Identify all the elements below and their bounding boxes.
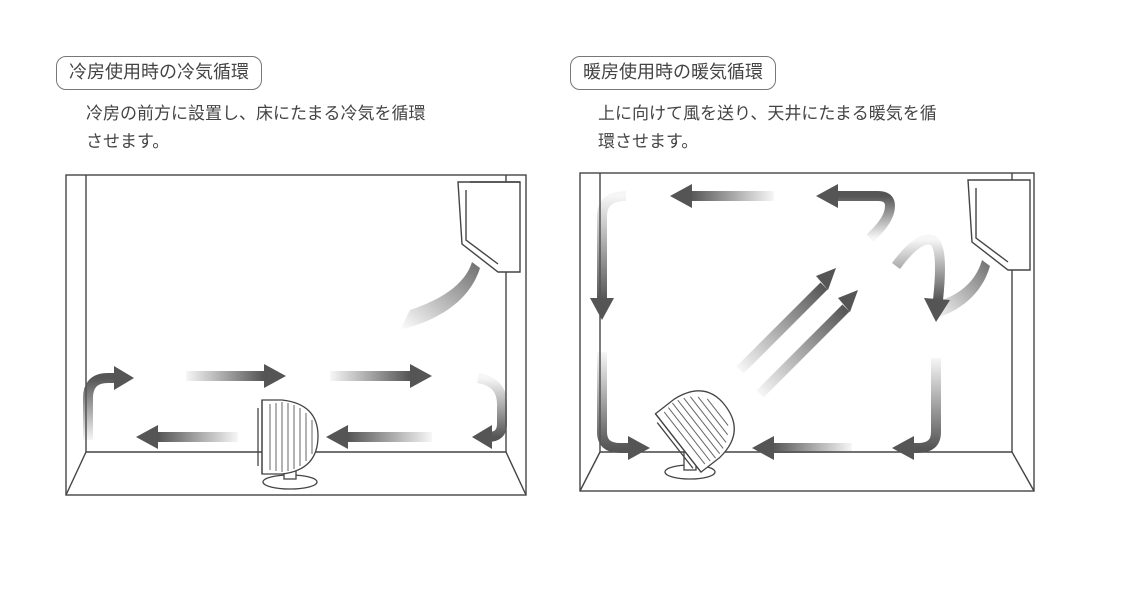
cooling-description-line-1: 冷房の前方に設置し、床にたまる冷気を循環 xyxy=(86,104,426,124)
heating-description-line-2: 環させます。 xyxy=(598,132,699,152)
airflow-arrow-icon xyxy=(756,290,858,398)
cooling-description: 冷房の前方に設置し、床にたまる冷気を循環 させます。 xyxy=(86,100,556,156)
airflow-arrow-icon xyxy=(326,425,432,449)
airflow-arrow-icon xyxy=(736,268,836,374)
airflow-arrow-icon xyxy=(892,358,941,460)
airflow-arrow-icon xyxy=(472,373,507,449)
airflow-arrow-icon xyxy=(83,366,134,440)
airflow-arrow-icon xyxy=(330,364,432,388)
airflow-arrow-icon xyxy=(136,425,238,449)
airflow-arrow-icon xyxy=(816,184,896,242)
airflow-arrow-icon xyxy=(186,364,286,388)
airflow-arrow-icon xyxy=(670,184,774,208)
circulator-fan-icon xyxy=(654,390,735,480)
airflow-arrow-icon xyxy=(590,191,627,320)
airflow-arrow-icon xyxy=(752,436,852,460)
airflow-arrow-icon xyxy=(597,352,650,460)
air-conditioner-icon xyxy=(457,181,521,273)
heating-description-line-1: 上に向けて風を送り、天井にたまる暖気を循 xyxy=(598,104,937,124)
cooling-ac-airflow xyxy=(400,262,480,330)
cooling-title: 冷房使用時の冷気循環 xyxy=(56,56,262,90)
circulator-fan-icon xyxy=(257,399,319,490)
cooling-description-line-2: させます。 xyxy=(86,132,170,152)
air-conditioner-icon xyxy=(967,179,1031,271)
airflow-arrow-icon xyxy=(891,234,950,322)
heating-description: 上に向けて風を送り、天井にたまる暖気を循 環させます。 xyxy=(598,100,1058,156)
heating-title: 暖房使用時の暖気循環 xyxy=(570,56,776,90)
